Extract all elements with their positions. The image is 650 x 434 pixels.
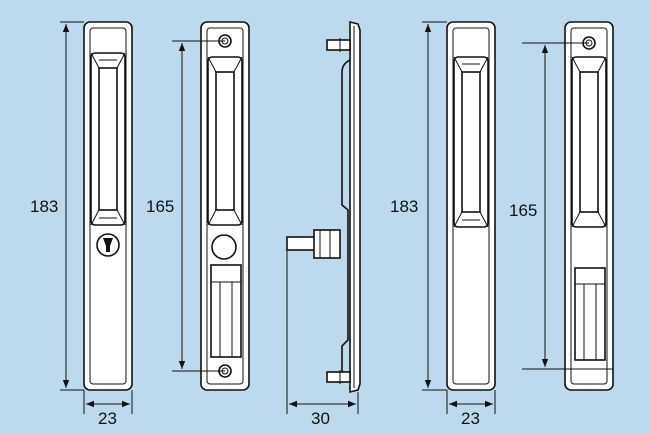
handle-plate-outline (200, 21, 250, 391)
dimension-label-width: 23 (461, 409, 480, 428)
finger-pull-recess (453, 56, 489, 228)
handle-rear-plain-view: 165 (509, 21, 614, 391)
handle-front-keyed-view: 183 23 (30, 21, 133, 428)
latch-slot (574, 267, 606, 361)
mounting-post-bottom (326, 370, 351, 384)
handle-front-plain-view: 183 23 (390, 21, 496, 428)
finger-pull-recess (90, 52, 126, 226)
spindle-assembly (286, 229, 341, 259)
dimension-label-depth: 30 (311, 409, 330, 428)
dimension-label-height: 183 (30, 197, 58, 216)
side-plate (349, 20, 361, 394)
cam-round (211, 234, 237, 260)
handle-rear-keyed-view: 165 (146, 21, 250, 391)
handle-plate-outline (564, 21, 614, 391)
key-cylinder (96, 233, 120, 257)
dimension-label-width: 23 (98, 409, 117, 428)
handle-plate-outline (83, 21, 133, 391)
finger-pull-recess (207, 56, 243, 226)
dimension-label-hole-pitch: 165 (509, 201, 537, 220)
finger-pull-recess (571, 56, 607, 228)
latch-slot (210, 264, 242, 358)
handle-plate-outline (446, 21, 496, 391)
dimension-label-hole-pitch: 165 (146, 197, 174, 216)
mounting-post-top (326, 38, 351, 52)
dimension-label-height: 183 (390, 197, 418, 216)
handle-side-profile-view: 30 (286, 20, 361, 428)
